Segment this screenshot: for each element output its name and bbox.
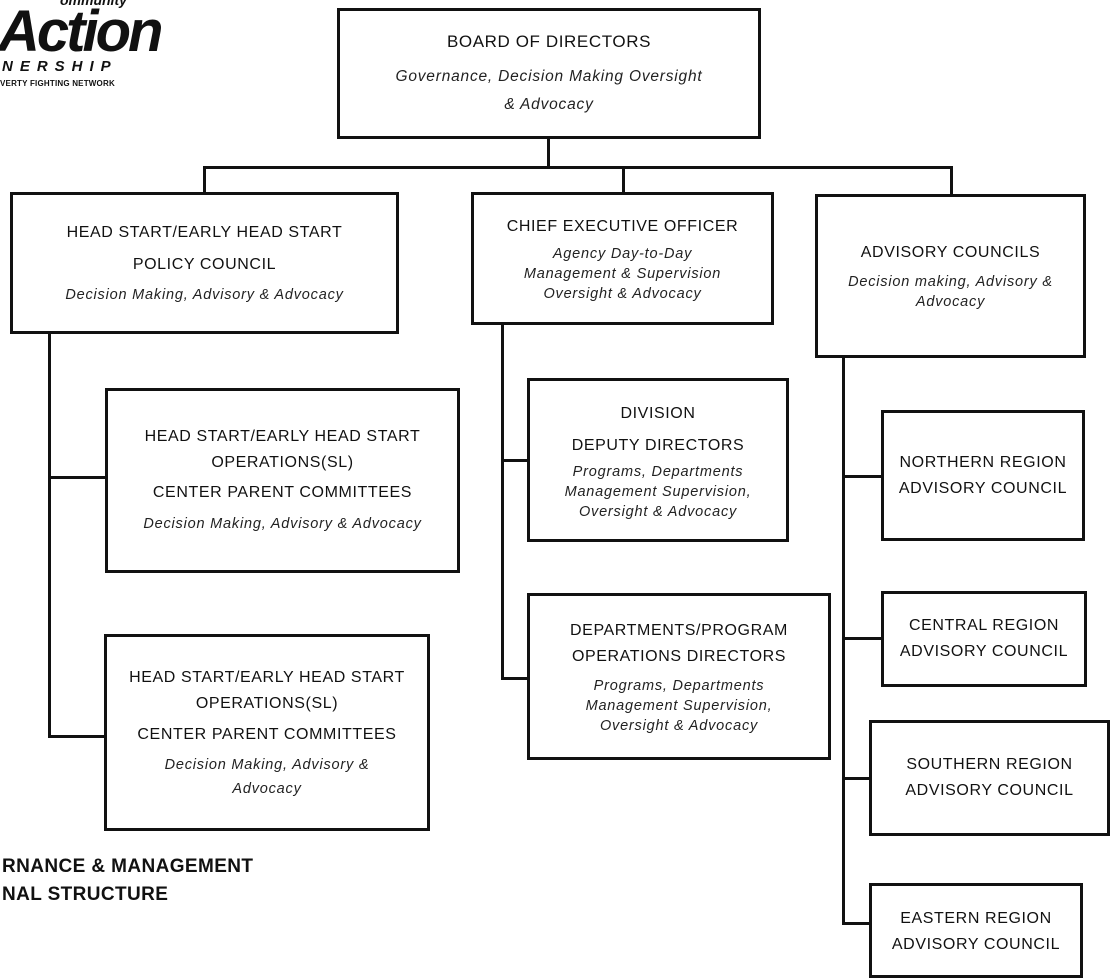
- division-deputy-directors-box: DIVISION DEPUTY DIRECTORS Programs, Depa…: [527, 378, 789, 542]
- node-title: ADVISORY COUNCIL: [898, 479, 1068, 497]
- eastern-region-box: EASTERN REGION ADVISORY COUNCIL: [869, 883, 1083, 978]
- ceo-box: CHIEF EXECUTIVE OFFICER Agency Day-to-Da…: [471, 192, 774, 325]
- connector-line: [501, 323, 504, 680]
- connector-line: [501, 677, 530, 680]
- node-title: OPERATIONS(SL): [211, 453, 354, 471]
- connector-line: [842, 922, 872, 925]
- node-description: Programs, Departments: [593, 677, 765, 694]
- connector-line: [48, 735, 106, 738]
- organization-logo: ommunity Action NERSHIP VERTY FIGHTING N…: [0, 0, 190, 100]
- node-title: NORTHERN REGION: [899, 453, 1067, 471]
- node-description: Advocacy: [915, 294, 986, 310]
- node-title: HEAD START/EARLY HEAD START: [129, 668, 405, 686]
- connector-line: [842, 475, 884, 478]
- board-of-directors-box: BOARD OF DIRECTORS Governance, Decision …: [337, 8, 761, 139]
- node-title: CENTRAL REGION: [908, 617, 1060, 634]
- node-description: Management Supervision,: [585, 697, 773, 714]
- connector-line: [501, 459, 530, 462]
- node-description: & Advocacy: [504, 95, 594, 113]
- node-title: HEAD START/EARLY HEAD START: [144, 427, 421, 445]
- central-region-box: CENTRAL REGION ADVISORY COUNCIL: [881, 591, 1087, 687]
- node-title: ADVISORY COUNCILS: [860, 244, 1041, 261]
- node-description: Decision Making, Advisory &: [164, 756, 370, 773]
- node-description: Programs, Departments: [572, 464, 744, 480]
- node-title: DIVISION: [620, 405, 696, 422]
- connector-line: [203, 166, 206, 194]
- head-start-operations-box-2: HEAD START/EARLY HEAD START OPERATIONS(S…: [104, 634, 430, 831]
- node-description: Oversight & Advocacy: [543, 285, 702, 302]
- connector-line: [48, 476, 108, 479]
- connector-line: [203, 166, 953, 169]
- node-title: OPERATIONS DIRECTORS: [571, 647, 787, 665]
- connector-line: [842, 357, 845, 925]
- policy-council-box: HEAD START/EARLY HEAD START POLICY COUNC…: [10, 192, 399, 334]
- node-title: HEAD START/EARLY HEAD START: [66, 224, 343, 241]
- node-title: CHIEF EXECUTIVE OFFICER: [506, 217, 739, 235]
- node-description: Governance, Decision Making Oversight: [395, 67, 703, 85]
- node-description: Decision making, Advisory &: [848, 274, 1053, 290]
- node-description: Advocacy: [232, 780, 302, 797]
- node-description: Management & Supervision: [523, 265, 722, 282]
- node-title: CENTER PARENT COMMITTEES: [152, 483, 413, 501]
- node-title: ADVISORY COUNCIL: [905, 782, 1074, 799]
- logo-subline: NERSHIP: [2, 58, 118, 75]
- node-description: Oversight & Advocacy: [578, 504, 738, 520]
- advisory-councils-box: ADVISORY COUNCILS Decision making, Advis…: [815, 194, 1086, 358]
- connector-line: [950, 166, 953, 196]
- node-title: DEPUTY DIRECTORS: [571, 437, 745, 454]
- node-title: POLICY COUNCIL: [132, 256, 277, 273]
- departments-program-directors-box: DEPARTMENTS/PROGRAM OPERATIONS DIRECTORS…: [527, 593, 831, 760]
- node-description: Decision Making, Advisory & Advocacy: [65, 287, 344, 303]
- node-description: Oversight & Advocacy: [599, 717, 759, 734]
- node-title: DEPARTMENTS/PROGRAM: [570, 621, 788, 639]
- node-description: Agency Day-to-Day: [552, 245, 693, 262]
- connector-line: [622, 166, 625, 194]
- node-title: ADVISORY COUNCIL: [891, 936, 1061, 953]
- logo-top-fragment: ommunity: [60, 0, 127, 8]
- node-title: CENTER PARENT COMMITTEES: [137, 725, 397, 743]
- connector-line: [842, 637, 884, 640]
- node-description: Decision Making, Advisory & Advocacy: [143, 515, 422, 532]
- page-title-line-1: RNANCE & MANAGEMENT: [2, 856, 254, 877]
- logo-tagline: VERTY FIGHTING NETWORK: [0, 79, 115, 88]
- node-title: EASTERN REGION: [900, 910, 1052, 927]
- head-start-operations-box-1: HEAD START/EARLY HEAD START OPERATIONS(S…: [105, 388, 460, 573]
- node-title: SOUTHERN REGION: [906, 756, 1073, 773]
- page-title-line-2: NAL STRUCTURE: [2, 884, 169, 905]
- node-title: ADVISORY COUNCIL: [899, 643, 1069, 660]
- node-title: BOARD OF DIRECTORS: [446, 31, 652, 51]
- node-title: OPERATIONS(SL): [195, 694, 339, 712]
- connector-line: [48, 333, 51, 738]
- southern-region-box: SOUTHERN REGION ADVISORY COUNCIL: [869, 720, 1110, 836]
- logo-wordmark: Action: [0, 0, 163, 64]
- connector-line: [842, 777, 872, 780]
- northern-region-box: NORTHERN REGION ADVISORY COUNCIL: [881, 410, 1085, 541]
- node-description: Management Supervision,: [564, 484, 752, 500]
- connector-line: [547, 138, 550, 168]
